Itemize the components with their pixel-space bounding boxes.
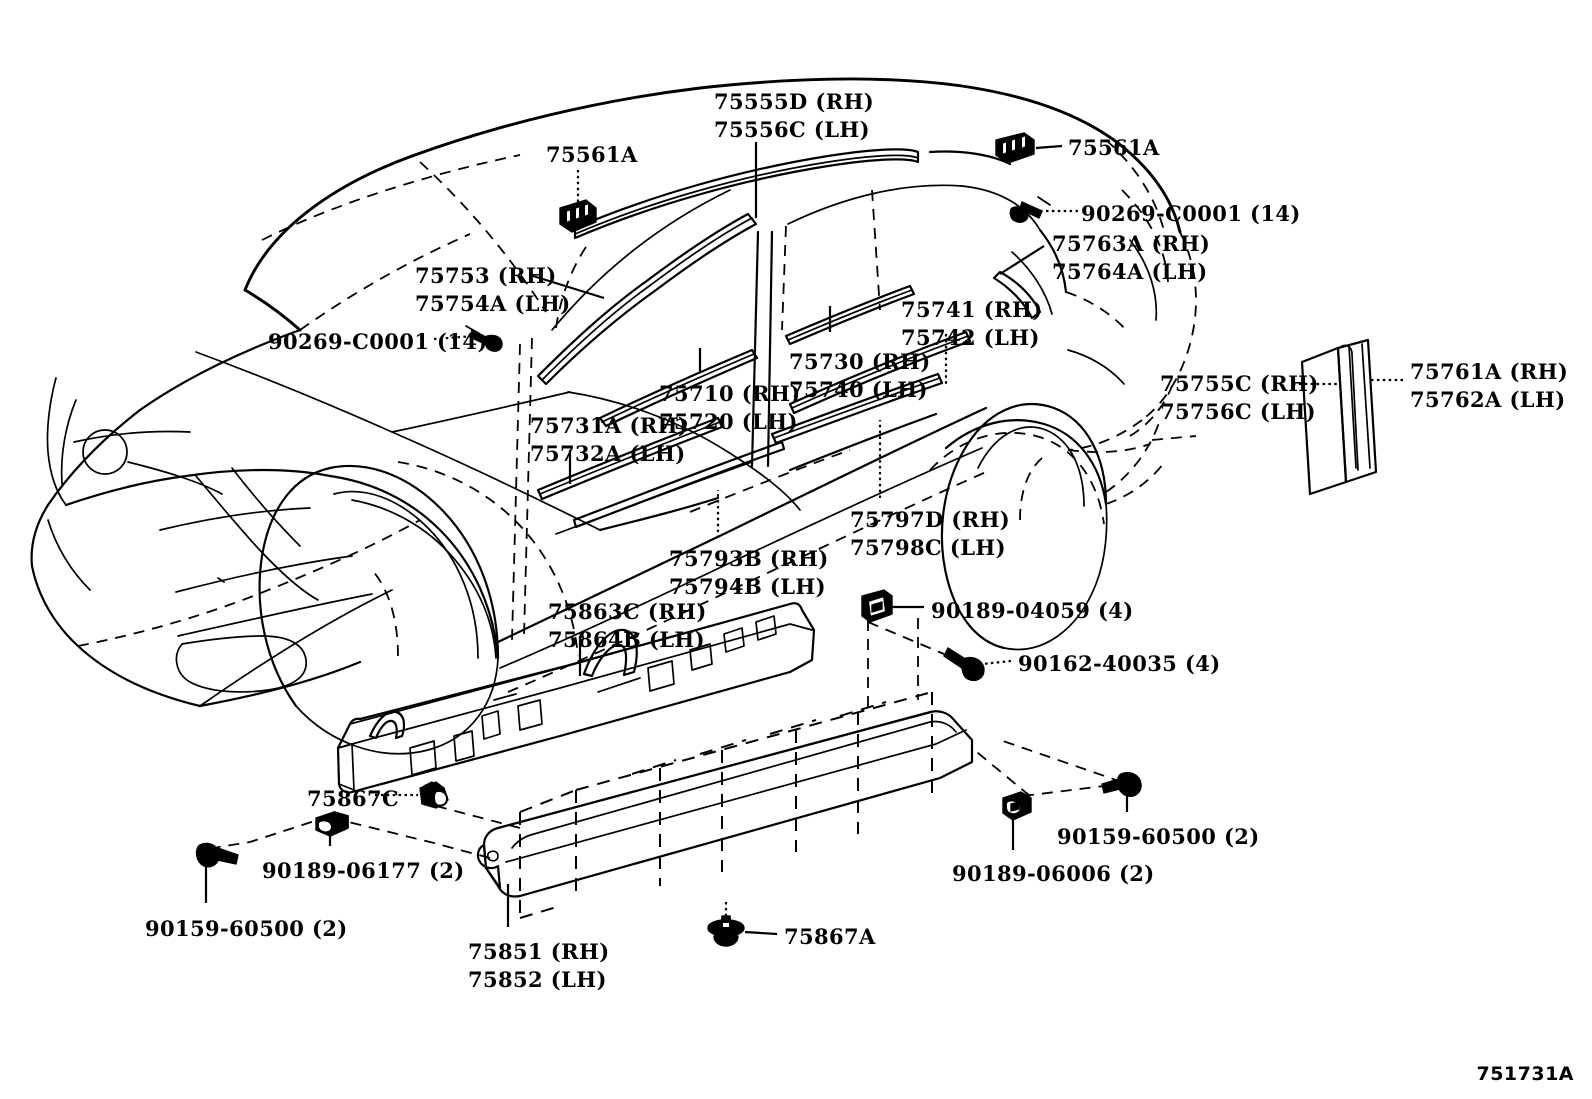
label-75753: 75753 (RH)75754A (LH) (415, 263, 571, 316)
label-90159-60500-rear: 90159-60500 (2) (1057, 824, 1260, 849)
label-90162-40035: 90162-40035 (4) (1018, 651, 1221, 676)
label-75741: 75741 (RH)75742 (LH) (901, 297, 1043, 350)
nut-90189-06177 (315, 811, 349, 837)
label-75731A: 75731A (RH)75732A (LH) (530, 413, 689, 466)
clip-icon-left (465, 325, 503, 352)
label-75755C: 75755C (RH)75756C (LH) (1160, 371, 1319, 424)
label-75561A-front: 75561A (546, 142, 638, 167)
label-75761A: 75761A (RH)75762A (LH) (1410, 359, 1569, 412)
label-75561A-rear: 75561A (1068, 135, 1160, 160)
leader-lines (199, 142, 1403, 936)
label-90159-60500-front: 90159-60500 (2) (145, 916, 348, 941)
moulding-strips (536, 148, 1042, 535)
diagram-code: 751731A (1476, 1063, 1574, 1085)
screw-90159-60500-right (1101, 771, 1142, 797)
center-pillar-moulding-part (1300, 338, 1378, 496)
label-75793B: 75793B (RH)75794B (LH) (669, 546, 829, 599)
label-90269-C0001-front: 90269-C0001 (14) (268, 329, 488, 354)
label-75867C: 75867C (307, 786, 400, 811)
label-75863C: 75863C (RH)75864B (LH) (548, 599, 707, 652)
label-75730: 75730 (RH)75740 (LH) (789, 349, 931, 402)
rocker-retainer-part (336, 602, 816, 794)
label-90269-C0001-rear: 90269-C0001 (14) (1081, 201, 1301, 226)
clip-75867C (419, 781, 449, 809)
roof-moulding-clip-left (559, 199, 597, 233)
label-75763A: 75763A (RH)75764A (LH) (1052, 231, 1211, 284)
label-75555D: 75555D (RH)75556C (LH) (714, 89, 875, 142)
screw-90162-40035 (943, 647, 985, 682)
rocker-panel-moulding-part (476, 691, 974, 919)
label-90189-04059: 90189-04059 (4) (931, 598, 1134, 623)
roof-moulding-clip-right (995, 132, 1035, 164)
clip-75867A (707, 915, 745, 947)
screw-90159-60500-left (195, 842, 239, 868)
label-75710: 75710 (RH)75720 (LH) (659, 381, 801, 434)
nut-90189-06006 (1002, 791, 1032, 821)
label-90189-06177: 90189-06177 (2) (262, 858, 465, 883)
label-90189-06006: 90189-06006 (2) (952, 861, 1155, 886)
label-75797D: 75797D (RH)75798C (LH) (850, 507, 1011, 560)
label-75851: 75851 (RH)75852 (LH) (468, 939, 610, 992)
label-75867A: 75867A (784, 924, 876, 949)
nut-90189-04059 (861, 589, 893, 623)
clip-icon-right (1009, 196, 1051, 223)
car-body-outline (30, 77, 1197, 755)
